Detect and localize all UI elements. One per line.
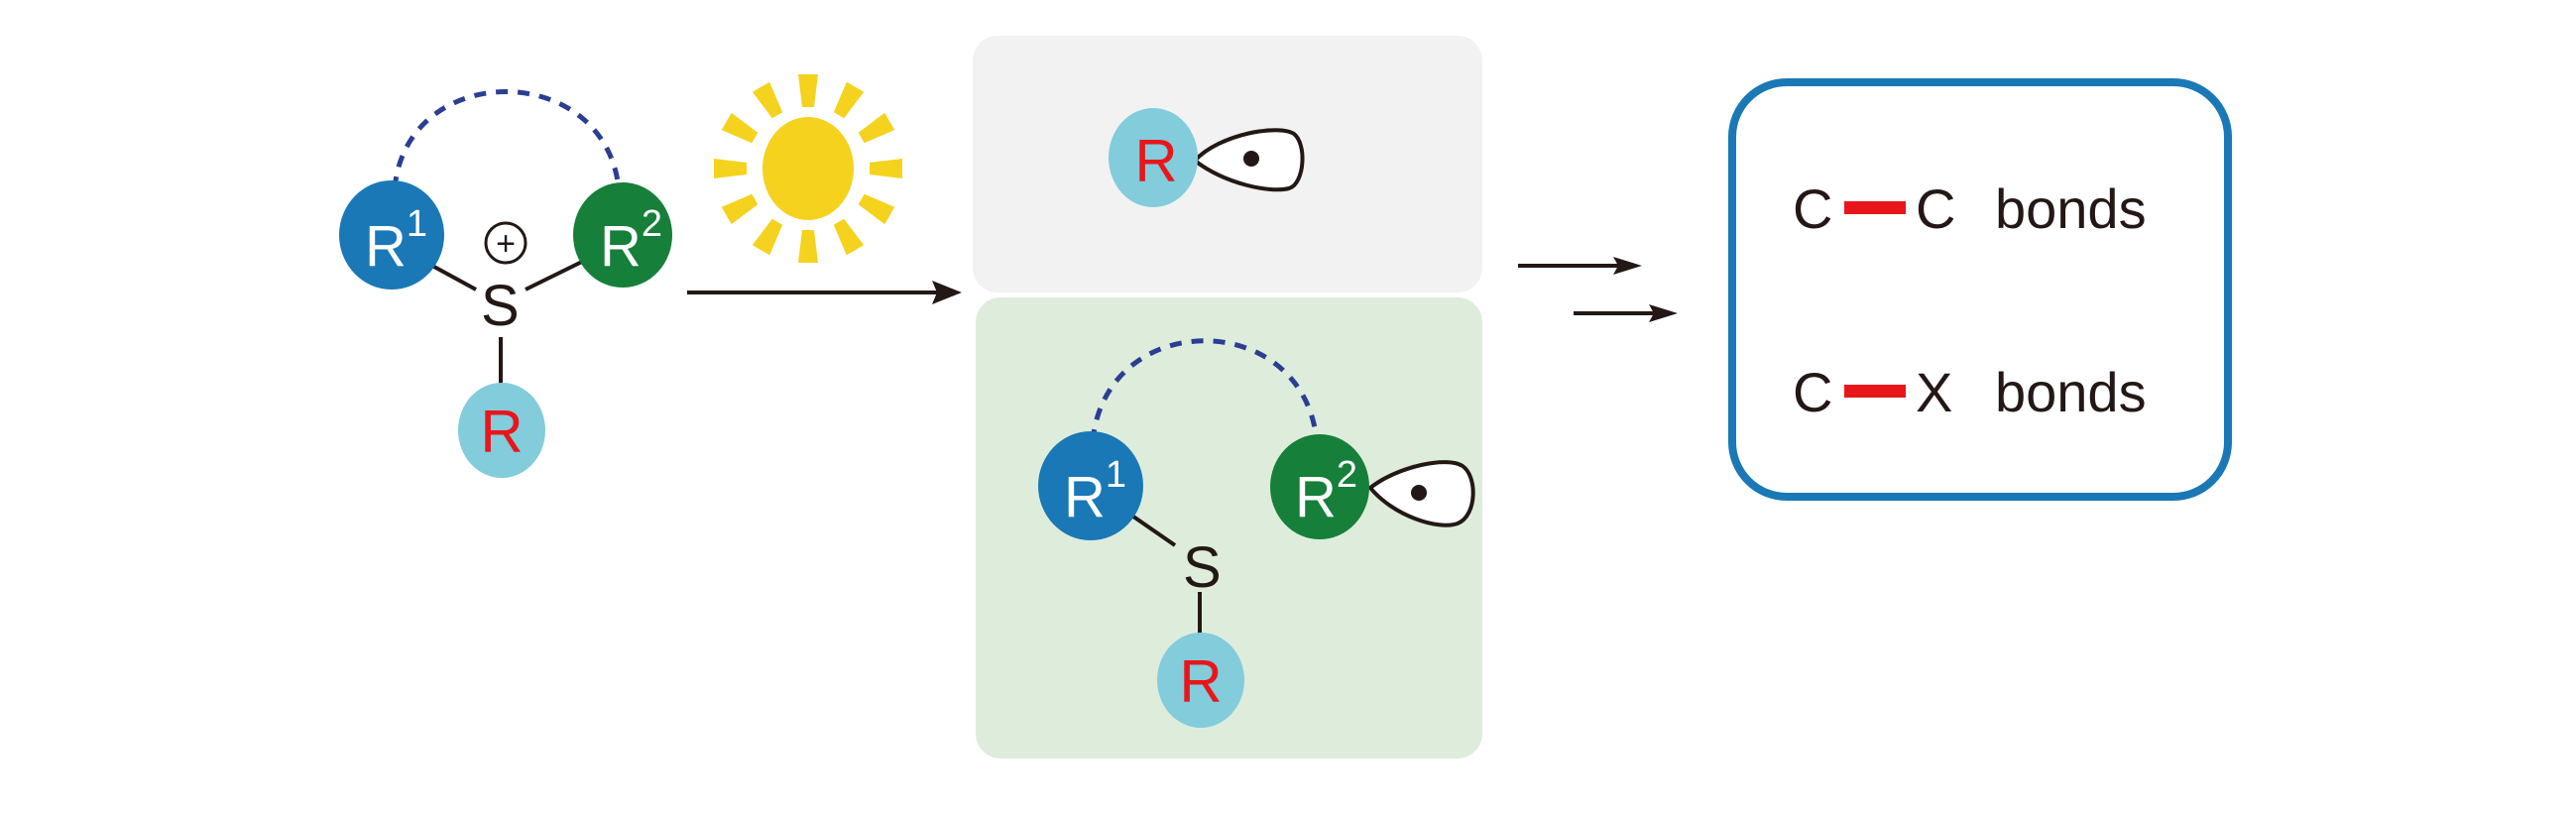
reaction-arrow	[1518, 257, 1642, 275]
atom-label: C	[1793, 177, 1832, 240]
bonds-label: bonds	[1995, 177, 2147, 240]
sun-ray	[721, 193, 759, 225]
r1-group	[1038, 431, 1143, 540]
sulfide-box	[976, 297, 1482, 758]
sulfur-label: S	[1183, 535, 1222, 600]
sun-ray	[798, 74, 818, 107]
products-box: C C bonds C X bonds	[1728, 78, 2232, 501]
sun-ray	[858, 193, 895, 225]
sun-ray	[798, 230, 818, 263]
sun-ray	[752, 81, 783, 119]
sun-ray	[858, 112, 895, 144]
sun-ray	[752, 218, 783, 256]
unpaired-electron-icon	[1411, 485, 1427, 501]
r1-label: R1	[1064, 454, 1126, 529]
r2-label: R2	[1295, 454, 1357, 529]
positive-charge-icon	[484, 221, 527, 265]
reaction-arrow	[687, 281, 962, 304]
bond-bar	[1844, 385, 1906, 398]
r-label: R	[1179, 648, 1222, 715]
r2-group	[1270, 434, 1369, 539]
reaction-arrow	[1574, 304, 1678, 322]
sun-core	[762, 117, 854, 220]
product-cx-bonds: C X bonds	[1793, 361, 2147, 423]
r-group	[458, 383, 545, 478]
r-group	[1109, 108, 1198, 207]
r-label: R	[1134, 128, 1177, 194]
r2-label: R2	[600, 203, 662, 279]
atom-label: X	[1916, 361, 1952, 423]
bonds-label: bonds	[1995, 361, 2147, 423]
sun-icon	[714, 74, 902, 263]
dashed-ring-link	[392, 89, 622, 189]
dashed-ring-link	[1090, 338, 1320, 442]
atom-label: C	[1916, 177, 1955, 240]
r1-group	[339, 180, 444, 290]
sulfide-intermediate: R1 S R R2	[976, 297, 1482, 758]
charge-label: +	[496, 225, 516, 263]
sun-ray	[870, 159, 902, 178]
bond-line	[525, 256, 591, 291]
unpaired-electron-icon	[1243, 151, 1259, 167]
r2-group	[573, 182, 672, 288]
sulfur-label: S	[481, 274, 520, 338]
sun-ray	[833, 81, 865, 119]
radical-intermediate: R	[973, 36, 1482, 292]
bond-bar	[1844, 201, 1906, 214]
r-label: R	[480, 399, 523, 465]
sun-ray	[721, 112, 759, 144]
r-group	[1157, 633, 1244, 728]
sun-ray	[833, 218, 865, 256]
sun-ray	[714, 159, 747, 178]
product-cc-bonds: C C bonds	[1793, 177, 2147, 240]
r1-label: R1	[365, 203, 427, 279]
sulfonium-reactant: R1 R2 S + R	[339, 89, 672, 478]
atom-label: C	[1793, 361, 1832, 423]
